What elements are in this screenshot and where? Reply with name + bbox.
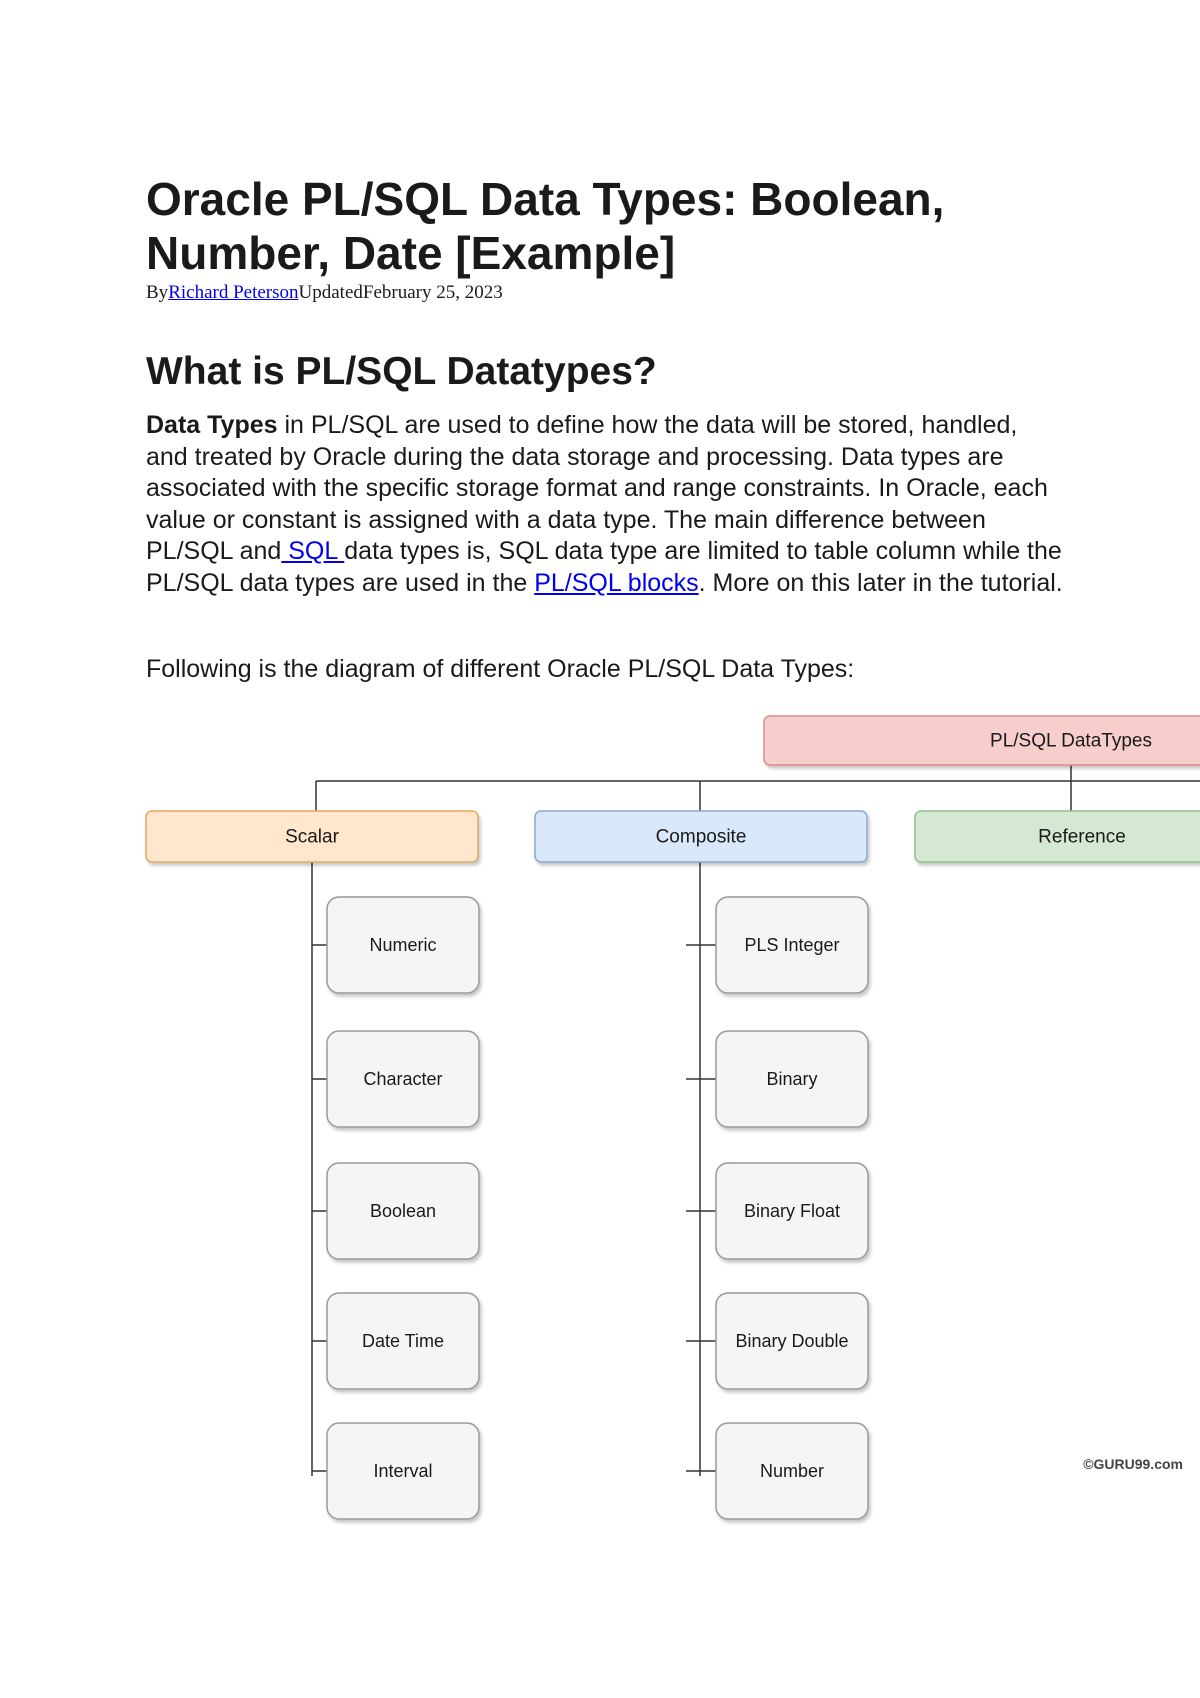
composite-item-binary-box [715, 1030, 869, 1128]
connector-lines [311, 765, 1200, 1476]
scalar-item-character: Character [326, 1030, 480, 1128]
scalar-item-boolean-label: Boolean [370, 1201, 436, 1221]
scalar-item-numeric-label: Numeric [369, 935, 436, 955]
intro-paragraph: Data Types in PL/SQL are used to define … [146, 410, 1066, 599]
scalar-item-character-label: Character [363, 1069, 442, 1089]
category-scalar-label: Scalar [285, 827, 340, 848]
composite-item-pls-integer-label: PLS Integer [744, 935, 839, 955]
intro-text-1: in PL/SQL are used to define how the dat… [146, 411, 1048, 565]
root-node-box [763, 715, 1200, 766]
sql-link[interactable]: SQL [281, 537, 345, 565]
section-heading: What is PL/SQL Datatypes? [146, 350, 657, 393]
scalar-item-date-time-box [326, 1292, 480, 1390]
byline-date: February 25, 2023 [362, 282, 503, 303]
composite-item-binary-float-label: Binary Float [744, 1201, 840, 1221]
composite-item-number: Number [715, 1422, 869, 1520]
article-title: Oracle PL/SQL Data Types: Boolean, Numbe… [146, 173, 945, 279]
scalar-item-numeric: Numeric [326, 896, 480, 994]
diagram-caption: Following is the diagram of different Or… [146, 655, 855, 683]
intro-text-3: . More on this later in the tutorial. [698, 568, 1063, 597]
scalar-item-interval: Interval [326, 1422, 480, 1520]
category-composite-box [534, 810, 868, 863]
scalar-item-date-time-label: Date Time [362, 1331, 444, 1351]
scalar-item-interval-box [326, 1422, 480, 1520]
composite-item-binary-double: Binary Double [715, 1292, 869, 1390]
composite-item-binary-double-label: Binary Double [735, 1331, 848, 1351]
root-node-label: PL/SQL DataTypes [990, 731, 1152, 752]
scalar-item-character-box [326, 1030, 480, 1128]
intro-lead-bold: Data Types [146, 411, 278, 439]
composite-item-binary: Binary [715, 1030, 869, 1128]
root-node: PL/SQL DataTypes [763, 715, 1200, 766]
category-reference-box [914, 810, 1200, 863]
composite-item-binary-float-box [715, 1162, 869, 1260]
composite-item-pls-integer-box [715, 896, 869, 994]
intro-text-2: data types is, SQL data type are limited… [146, 537, 1062, 597]
scalar-item-date-time: Date Time [326, 1292, 480, 1390]
byline-updated: Updated [298, 282, 363, 303]
byline: ByRichard PetersonUpdatedFebruary 25, 20… [146, 282, 503, 304]
category-scalar: Scalar [145, 810, 479, 863]
scalar-item-interval-label: Interval [373, 1461, 432, 1481]
category-reference-label: Reference [1038, 827, 1126, 848]
composite-item-pls-integer: PLS Integer [715, 896, 869, 994]
scalar-item-numeric-box [326, 896, 480, 994]
byline-by: By [146, 282, 169, 303]
composite-item-binary-float: Binary Float [715, 1162, 869, 1260]
category-scalar-box [145, 810, 479, 863]
author-link[interactable]: Richard Peterson [168, 282, 299, 303]
scalar-item-boolean-box [326, 1162, 480, 1260]
plsql-blocks-link[interactable]: PL/SQL blocks [534, 568, 699, 597]
composite-item-number-label: Number [760, 1461, 824, 1481]
category-composite-label: Composite [656, 827, 747, 848]
scalar-item-boolean: Boolean [326, 1162, 480, 1260]
guru99-watermark: ©GURU99.com [1083, 1456, 1183, 1472]
composite-item-number-box [715, 1422, 869, 1520]
category-composite: Composite [534, 810, 868, 863]
composite-item-binary-label: Binary [766, 1069, 817, 1089]
category-reference: Reference [914, 810, 1200, 863]
composite-item-binary-double-box [715, 1292, 869, 1390]
